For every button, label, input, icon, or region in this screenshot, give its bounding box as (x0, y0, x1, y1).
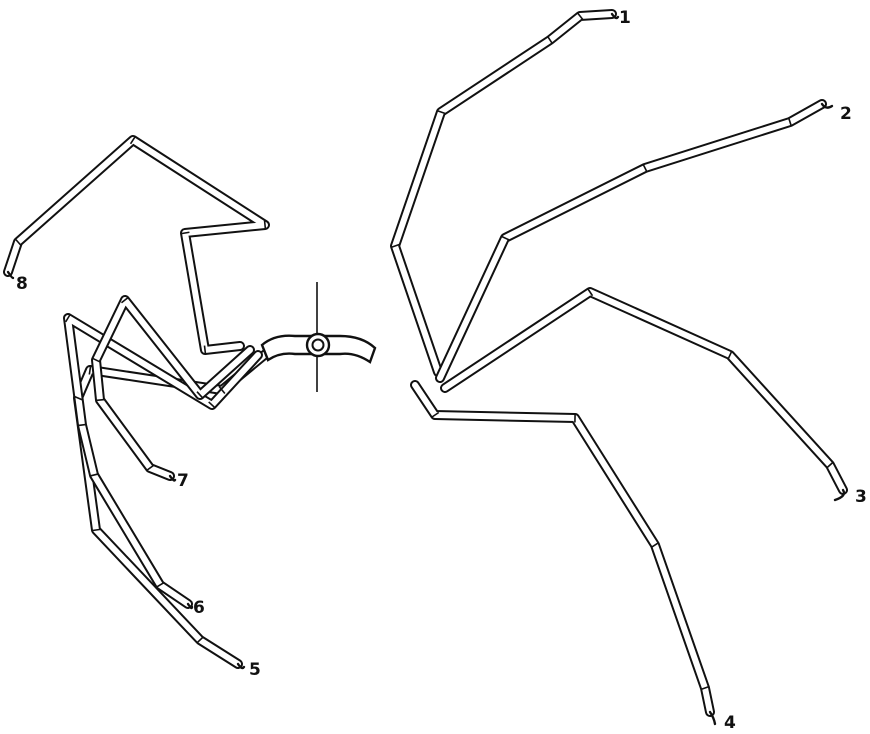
leg-label-3: 3 (855, 487, 867, 507)
leg-label-2: 2 (840, 104, 852, 124)
leg-2-segments (440, 104, 822, 378)
leg-label-4: 4 (724, 713, 736, 733)
leg-label-5: 5 (249, 660, 261, 680)
leg-8-joint (265, 221, 266, 230)
leg-2-outline (440, 104, 822, 378)
leg-4-outline (415, 385, 710, 712)
leg-2-claw (822, 104, 832, 108)
leg-label-8: 8 (16, 274, 28, 294)
claws-group (8, 14, 844, 724)
eye-tubercle (307, 334, 329, 356)
leg-4-segments (415, 385, 710, 712)
leg-label-7: 7 (177, 471, 189, 491)
leg-label-1: 1 (619, 8, 631, 28)
leg-3-outline (445, 292, 843, 490)
legs-group (8, 14, 843, 712)
leg-5-outline (78, 352, 268, 664)
leg-7-joint (96, 400, 105, 401)
leg-label-6: 6 (193, 598, 205, 618)
leg-1-segments (395, 14, 612, 372)
body (262, 282, 375, 392)
leg-8-joint (204, 346, 205, 355)
